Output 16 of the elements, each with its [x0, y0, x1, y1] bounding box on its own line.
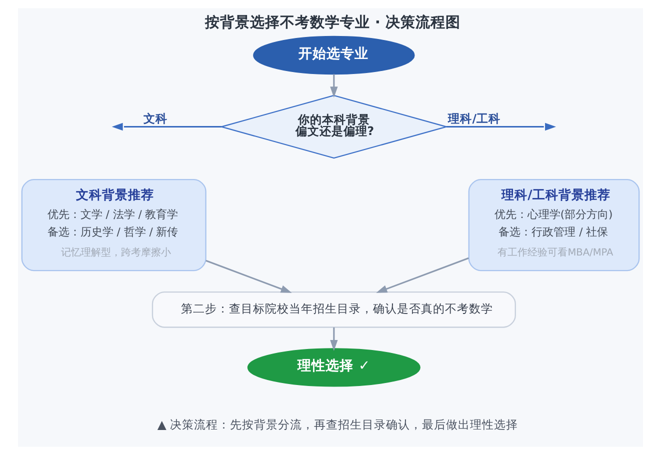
arrow — [330, 74, 338, 98]
edge-label: 理科/工科 — [448, 111, 500, 126]
node-box: 理科/工科背景推荐 优先：心理学(部分方向) 备选：行政管理 / 社保 有工作经验可看MBA/MPA — [468, 179, 640, 272]
arrow — [376, 257, 468, 293]
node-box: 文科背景推荐 优先：文学 / 法学 / 教育学 备选：历史学 / 哲学 / 新传 记忆理解型，跨考摩擦小 — [20, 179, 206, 272]
arrow — [330, 327, 338, 351]
node-diamond: 你的本科背景偏文还是偏理? — [218, 94, 448, 159]
arrow — [111, 122, 221, 131]
node-ellipse: 开始选专业 — [252, 36, 414, 75]
diagram-title: 按背景选择不考数学专业 · 决策流程图 — [204, 14, 460, 31]
edge-label: 文科 — [142, 111, 167, 126]
node-box: 第二步：查目标院校当年招生目录，确认是否真的不考数学 — [151, 291, 516, 328]
caption: ▲ 决策流程：先按背景分流，再查招生目录确认，最后做出理性选择 — [156, 417, 518, 432]
arrow — [205, 260, 292, 293]
node-ellipse: 理性选择 ✓ — [246, 348, 420, 387]
arrow — [446, 122, 556, 131]
